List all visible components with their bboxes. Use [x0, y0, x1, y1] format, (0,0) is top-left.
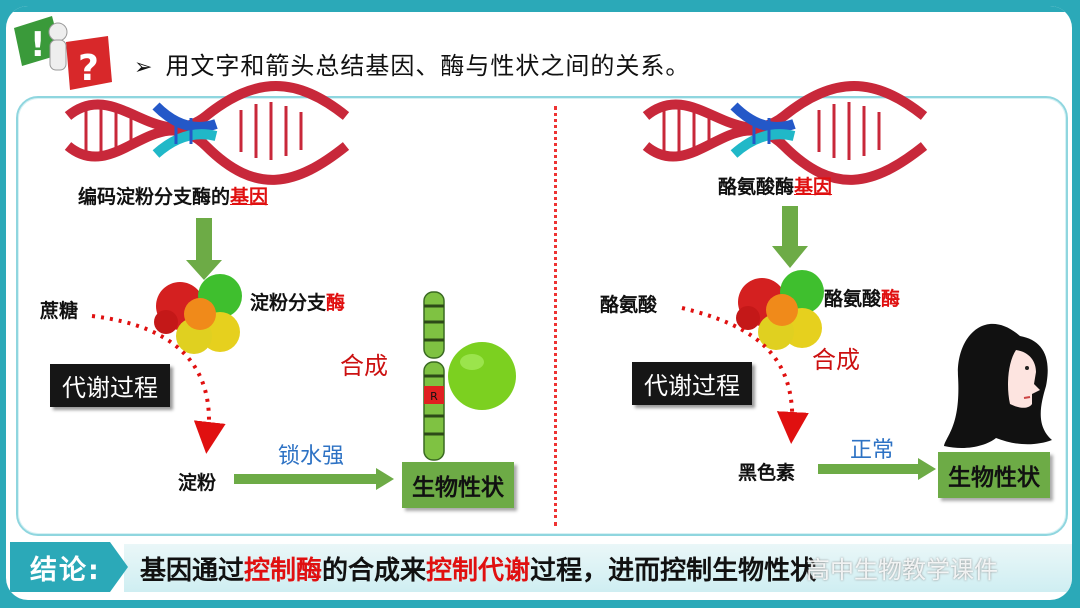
conclusion-keyword-2: 控制代谢: [426, 556, 531, 586]
conclusion-row: 结论: 基因通过控制酶的合成来控制代谢过程，进而控制生物性状 高中生物教学课件: [6, 538, 1072, 600]
slide: ! ? ➢ 用文字和箭头总结基因、酶与性状之间的关系。: [6, 6, 1072, 600]
svg-text:!: !: [30, 25, 46, 65]
gene-label-right-keyword: 基因: [794, 176, 833, 198]
woman-hair-icon: [944, 323, 1052, 449]
enzyme-label-right-keyword: 酶: [881, 288, 901, 310]
pea-icon: [448, 342, 516, 410]
page-title: ➢ 用文字和箭头总结基因、酶与性状之间的关系。: [134, 46, 690, 81]
bullet-arrow-icon: ➢: [134, 55, 154, 80]
chromosome-icon: [423, 291, 445, 461]
trait-arrow-icon-right: [818, 458, 936, 480]
conclusion-part-1: 基因通过: [140, 556, 245, 586]
chromosome-mark: R: [430, 390, 438, 403]
top-border: [6, 6, 1072, 12]
conclusion-keyword-1: 控制酶: [244, 556, 323, 586]
enzyme-label-left-keyword: 酶: [326, 292, 346, 314]
product-label-left: 淀粉: [178, 472, 217, 494]
synthesis-label-left: 合成: [340, 352, 388, 380]
trait-box-right: 生物性状: [938, 452, 1050, 498]
substrate-label-right: 酪氨酸: [600, 294, 658, 316]
gene-label-left: 编码淀粉分支酶的基因: [78, 182, 268, 209]
diagram-graphics: R: [64, 81, 1052, 490]
title-text: 用文字和箭头总结基因、酶与性状之间的关系。: [165, 52, 691, 80]
metabolic-process-box-left: 代谢过程: [50, 364, 170, 407]
trait-note-left: 锁水强: [278, 444, 345, 469]
dna-helix-icon-left: [64, 81, 350, 185]
metabolic-process-box-right: 代谢过程: [632, 362, 752, 405]
enzyme-label-right: 酪氨酸酶: [824, 284, 900, 311]
enzyme-protein-icon-right: [736, 270, 824, 350]
gene-label-left-keyword: 基因: [230, 186, 269, 208]
substrate-label-left: 蔗糖: [40, 300, 79, 322]
question-exclamation-logo-icon: ! ?: [14, 16, 112, 90]
conclusion-part-3: 过程，进而控制生物性状: [530, 556, 817, 586]
enzyme-protein-icon-left: [154, 274, 242, 354]
metabolic-path-arrow-left: [91, 314, 226, 454]
trait-box-left: 生物性状: [402, 462, 514, 508]
conclusion-bar: [124, 544, 1072, 592]
conclusion-part-2: 的合成来: [322, 556, 427, 586]
enzyme-label-left-prefix: 淀粉分支: [250, 292, 327, 314]
svg-text:?: ?: [78, 48, 99, 89]
synthesis-label-right: 合成: [812, 346, 860, 374]
product-label-right: 黑色素: [738, 462, 796, 484]
gene-label-right-prefix: 酪氨酸酶: [718, 176, 795, 198]
trait-arrow-icon-left: [234, 468, 394, 490]
dna-helix-icon-right: [642, 81, 928, 185]
conclusion-tag: 结论:: [30, 555, 101, 586]
enzyme-label-left: 淀粉分支酶: [250, 288, 345, 315]
down-arrow-icon-left: [186, 218, 222, 280]
conclusion-sentence: 基因通过控制酶的合成来控制代谢过程，进而控制生物性状: [140, 550, 816, 587]
down-arrow-icon-right: [772, 206, 808, 268]
enzyme-label-right-prefix: 酪氨酸: [824, 288, 882, 310]
gene-label-left-prefix: 编码淀粉分支酶的: [78, 186, 231, 208]
conclusion-tag-shape: [10, 542, 128, 592]
watermark-text: 高中生物教学课件: [806, 556, 998, 584]
center-divider: [554, 106, 557, 526]
trait-note-right: 正常: [850, 438, 895, 463]
gene-label-right: 酪氨酸酶基因: [718, 172, 832, 199]
